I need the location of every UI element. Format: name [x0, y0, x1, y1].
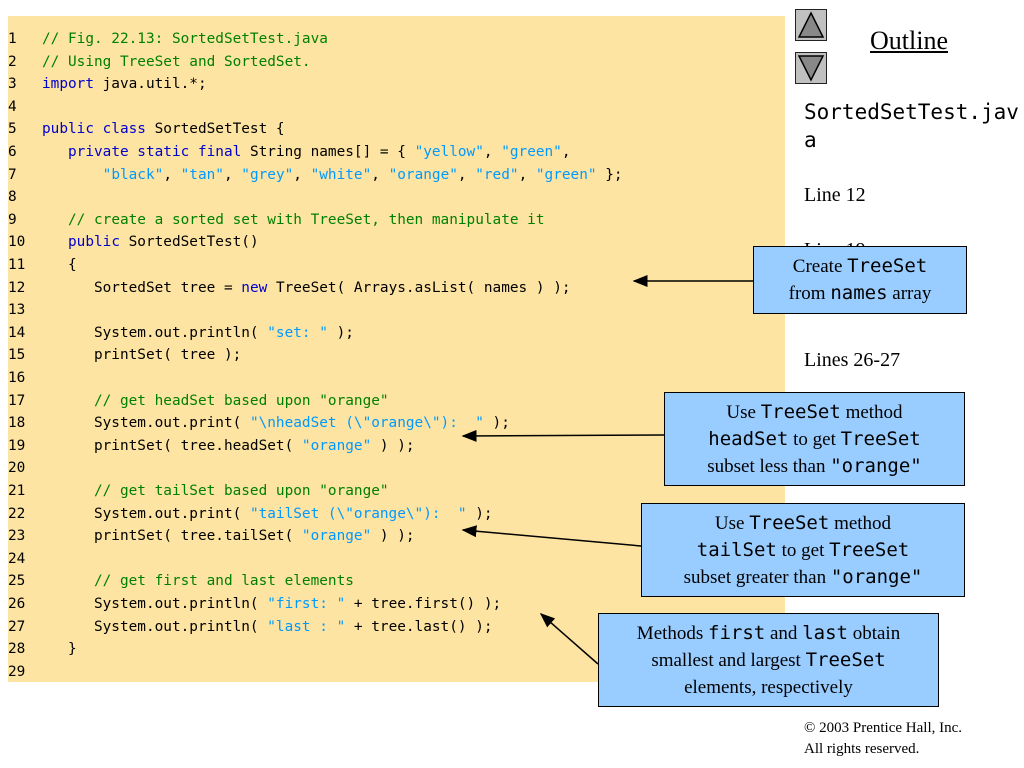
line-number: 1 — [8, 31, 17, 47]
line-number: 16 — [8, 370, 26, 386]
down-triangle-icon — [797, 55, 825, 82]
line-number: 22 — [8, 505, 26, 522]
code-text: } — [42, 641, 77, 658]
line-number: 26 — [8, 596, 26, 612]
callout-headset: Use TreeSet method headSet to get TreeSet… — [664, 392, 965, 486]
rights-line: All rights reserved. — [804, 741, 920, 757]
code-text: "black", "tan", "grey", "white", "orange… — [102, 166, 623, 183]
code-text: System.out.print( "\nheadSet (\"orange\"… — [42, 415, 510, 432]
line-number: 6 — [8, 144, 17, 160]
copyright: © 2003 Prentice Hall, Inc. All rights re… — [804, 718, 962, 760]
line-number: 15 — [8, 347, 26, 364]
outline-link[interactable]: Outline — [870, 26, 948, 55]
callout-line: Methods first and last obtain — [636, 621, 901, 644]
code-text: System.out.println( "set: " ); — [42, 324, 354, 341]
line-number: 29 — [8, 663, 26, 680]
line-number: 24 — [8, 550, 26, 567]
line-number: 11 — [8, 257, 26, 273]
up-triangle-icon — [797, 11, 825, 38]
line-number: 21 — [8, 483, 26, 499]
callout-line: headSet to get TreeSet — [708, 427, 921, 450]
line-number: 12 — [8, 279, 26, 296]
callout-line: from names array — [788, 282, 932, 304]
callout-line: tailSet to get TreeSet — [696, 538, 910, 561]
callout-line: subset less than "orange" — [707, 454, 922, 477]
code-text: // get headSet based upon "orange" — [93, 392, 389, 409]
file-name: SortedSetTest.java — [804, 100, 1019, 152]
callout-line: Use TreeSet method — [726, 400, 903, 423]
code-text: import java.util.*; — [42, 76, 207, 93]
line-number: 4 — [8, 98, 17, 115]
line-number: 7 — [8, 166, 17, 183]
code-text: public class SortedSetTest { — [42, 121, 285, 138]
line-number: 3 — [8, 76, 17, 93]
code-text: // get first and last elements — [93, 573, 354, 590]
callout-tailset: Use TreeSet method tailSet to get TreeSet… — [641, 503, 965, 597]
code-text: printSet( tree ); — [42, 347, 242, 364]
copyright-line: © 2003 Prentice Hall, Inc. — [804, 720, 963, 736]
code-text: // Fig. 22.13: SortedSetTest.java — [42, 31, 328, 47]
previous-slide-button[interactable] — [795, 9, 827, 41]
code-text: { — [42, 257, 77, 273]
line-number: 28 — [8, 641, 26, 658]
line-number: 27 — [8, 618, 26, 635]
code-text: System.out.println( "last : " + tree.las… — [42, 618, 493, 635]
line-number: 23 — [8, 528, 26, 545]
line-label-26-27: Lines 26-27 — [804, 349, 901, 371]
callout-line: elements, respectively — [684, 676, 853, 698]
line-number: 8 — [8, 189, 17, 206]
callout-line: subset greater than "orange" — [683, 565, 923, 588]
code-text: public SortedSetTest() — [68, 234, 259, 251]
code-text: System.out.println( "first: " + tree.fir… — [42, 596, 502, 612]
line-number: 17 — [8, 392, 26, 409]
code-text: // create a sorted set with TreeSet, the… — [68, 211, 545, 228]
next-slide-button[interactable] — [795, 52, 827, 84]
callout-line: Create TreeSet — [792, 255, 928, 277]
line-label-12: Line 12 — [804, 184, 866, 206]
line-number: 25 — [8, 573, 26, 590]
arrow-line-26-27 — [539, 613, 599, 665]
arrow-line-23 — [461, 525, 642, 547]
line-number: 2 — [8, 53, 17, 70]
code-text: SortedSet tree = new TreeSet( Arrays.asL… — [42, 279, 571, 296]
line-number: 14 — [8, 324, 26, 341]
code-text: // Using TreeSet and SortedSet. — [42, 53, 311, 70]
code-text: // get tailSet based upon "orange" — [93, 483, 389, 499]
line-number: 13 — [8, 302, 26, 319]
line-number: 20 — [8, 460, 26, 477]
line-number: 18 — [8, 415, 26, 432]
line-number: 9 — [8, 211, 17, 228]
code-text: printSet( tree.headSet( "orange" ) ); — [42, 437, 415, 454]
callout-create-treeset: Create TreeSet from names array — [753, 246, 967, 314]
callout-line: smallest and largest TreeSet — [651, 648, 886, 671]
code-text: private static final String names[] = { … — [68, 144, 571, 160]
line-number: 19 — [8, 437, 26, 454]
code-listing: 1 // Fig. 22.13: SortedSetTest.java 2 // Us… — [8, 16, 785, 682]
arrow-line-19 — [461, 429, 665, 442]
callout-line: Use TreeSet method — [714, 511, 892, 534]
code-text: System.out.print( "tailSet (\"orange\"):… — [42, 505, 493, 522]
code-text: printSet( tree.tailSet( "orange" ) ); — [42, 528, 415, 545]
line-number: 5 — [8, 121, 17, 138]
callout-first-last: Methods first and last obtain smallest an… — [598, 613, 939, 707]
line-number: 10 — [8, 234, 26, 251]
